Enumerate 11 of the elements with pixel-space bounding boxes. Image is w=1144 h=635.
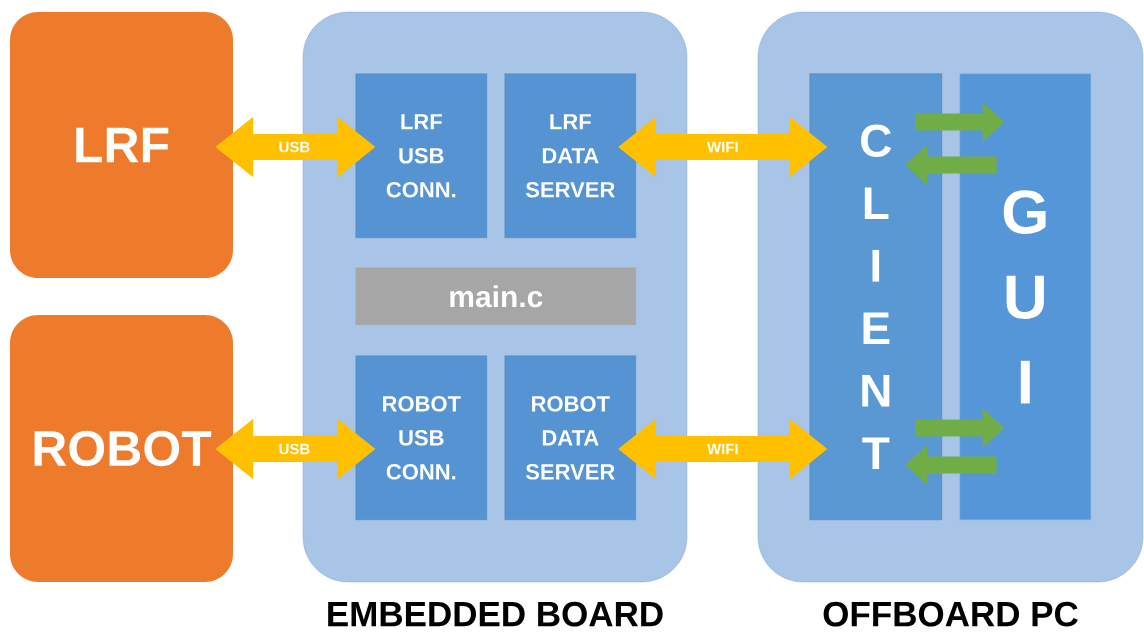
device-box: ROBOT bbox=[10, 315, 233, 582]
module-box: LRF USB CONN. bbox=[355, 73, 487, 238]
gui-box: G U I bbox=[959, 73, 1091, 520]
device-box: LRF bbox=[10, 12, 233, 278]
main-bar: main.c bbox=[355, 267, 636, 325]
node-label: EMBEDDED BOARD bbox=[328, 601, 663, 627]
module-box: ROBOT USB CONN. bbox=[355, 355, 487, 520]
module-box: ROBOT DATA SERVER bbox=[504, 355, 636, 520]
module-box: LRF DATA SERVER bbox=[504, 73, 636, 238]
node-label: OFFBOARD PC bbox=[823, 601, 1078, 627]
client-box: C L I E N T bbox=[809, 73, 942, 520]
